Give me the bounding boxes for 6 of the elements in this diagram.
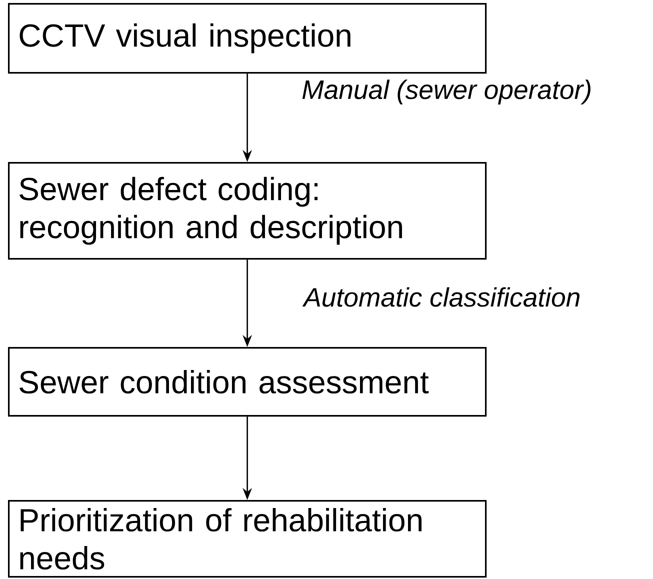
edge-label: Automatic classification <box>302 286 582 308</box>
edge-label: Manual (sewer operator) <box>300 78 594 106</box>
process-box: Sewer condition assessment <box>8 347 487 417</box>
process-box: CCTV visual inspection <box>8 3 487 74</box>
process-box: Prioritization of rehabilitation needs <box>8 500 487 578</box>
process-box: Sewer defect coding: recognition and description <box>8 162 487 260</box>
